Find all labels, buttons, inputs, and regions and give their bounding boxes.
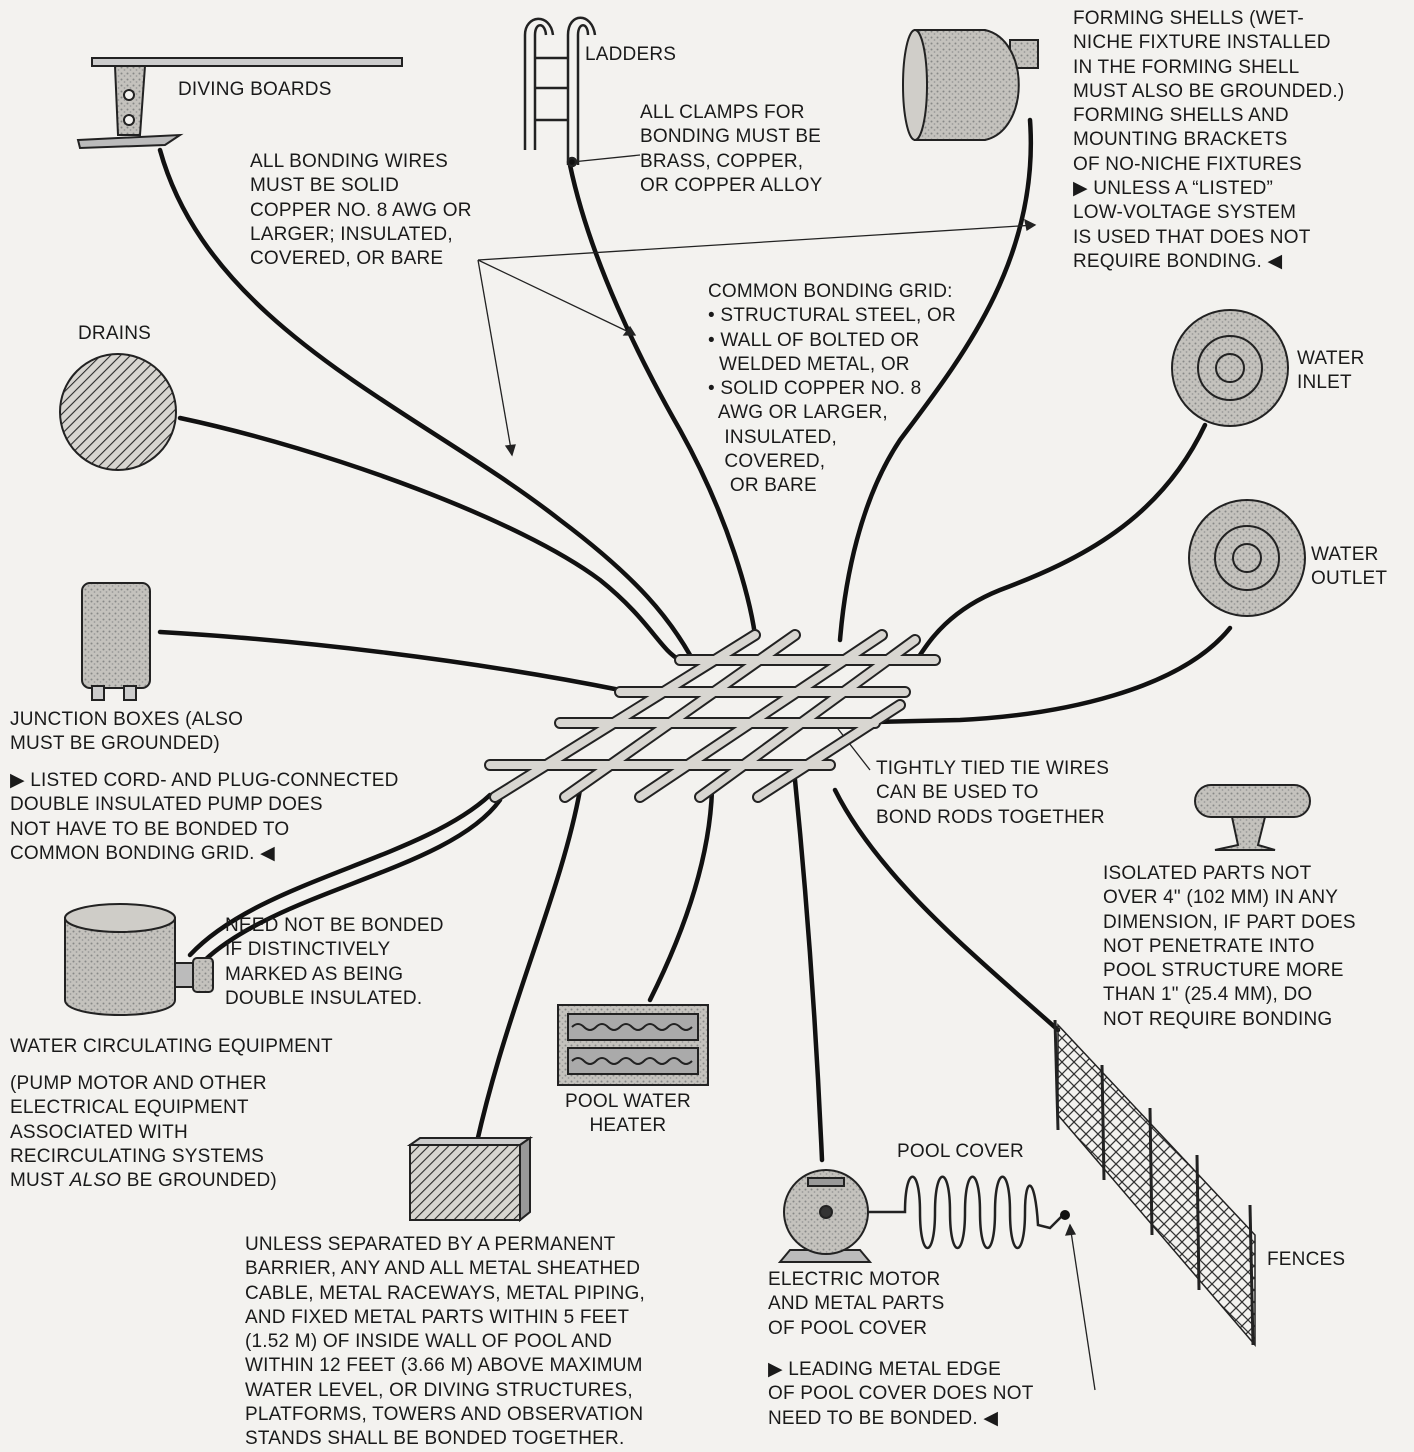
label-clamps-note: ALL CLAMPS FOR BONDING MUST BE BRASS, CO… (640, 102, 823, 196)
electric-motor-illustration (777, 1169, 873, 1263)
label-leading-edge: ▶ LEADING METAL EDGE OF POOL COVER DOES … (768, 1359, 1034, 1429)
label-also-italic: ALSO (69, 1170, 122, 1192)
drain-illustration (59, 353, 177, 471)
label-tie-wires: TIGHTLY TIED TIE WIRES CAN BE USED TO BO… (876, 758, 1110, 828)
diving-board-illustration (76, 57, 403, 150)
wire-metal-box (467, 787, 583, 1178)
label-pool-cover: POOL COVER (897, 1141, 1024, 1162)
label-water-circulating: WATER CIRCULATING EQUIPMENT (10, 1036, 333, 1057)
ladder-illustration (523, 16, 597, 168)
fence-illustration (1053, 1019, 1256, 1348)
label-need-not-be-bonded: NEED NOT BE BONDED IF DISTINCTIVELY MARK… (225, 915, 444, 1009)
label-forming-shells: FORMING SHELLS (WET- NICHE FIXTURE INSTA… (1073, 8, 1345, 272)
label-pump-motor-note: (PUMP MOTOR AND OTHER ELECTRICAL EQUIPME… (10, 1073, 277, 1192)
label-junction-boxes: JUNCTION BOXES (ALSO MUST BE GROUNDED) (10, 709, 244, 755)
label-water-inlet: WATER INLET (1297, 348, 1365, 394)
wire-water-inlet (917, 422, 1208, 658)
wire-pump (187, 792, 493, 958)
metal-parts-box-illustration (406, 1136, 534, 1223)
label-diving-boards: DIVING BOARDS (178, 79, 332, 100)
label-listed-pump: ▶ LISTED CORD- AND PLUG-CONNECTED DOUBLE… (10, 770, 399, 864)
label-isolated-parts: ISOLATED PARTS NOT OVER 4" (102 mm) IN A… (1103, 863, 1356, 1030)
wire-motor (792, 777, 825, 1163)
label-water-outlet: WATER OUTLET (1311, 544, 1388, 590)
label-fences: FENCES (1267, 1249, 1346, 1270)
pool-heater-illustration (557, 1004, 709, 1086)
wire-diving-board (157, 147, 693, 658)
wire-drain (177, 415, 683, 663)
forming-shell-illustration (902, 29, 1039, 141)
label-electric-motor: ELECTRIC MOTOR AND METAL PARTS OF POOL C… (768, 1269, 945, 1339)
pump-illustration (64, 903, 214, 1016)
label-pool-water-heater: POOL WATER HEATER (565, 1091, 691, 1137)
label-unless-separated: UNLESS SEPARATED BY A PERMANENT BARRIER,… (245, 1234, 645, 1450)
wire-pump-2 (202, 797, 503, 963)
wire-ladder (567, 162, 758, 638)
water-outlet-illustration (1188, 499, 1306, 617)
isolated-part-illustration (1194, 784, 1311, 851)
wire-junction-box (157, 629, 623, 693)
wire-water-outlet (872, 625, 1233, 725)
wire-fence (832, 787, 1061, 1033)
leader-lines (477, 154, 1096, 1391)
label-ladders: LADDERS (585, 44, 677, 65)
common-bonding-grid (484, 629, 941, 803)
wire-heater (647, 787, 715, 1003)
junction-box-illustration (81, 582, 151, 701)
bonding-wires (157, 117, 1233, 1178)
label-common-bonding-grid: COMMON BONDING GRID: • STRUCTURAL STEEL,… (708, 281, 956, 497)
label-bonding-wires: ALL BONDING WIRES MUST BE SOLID COPPER N… (250, 151, 472, 270)
pool-cover-leading-edge (1060, 1210, 1070, 1220)
pool-cover-spring (868, 1175, 1064, 1249)
label-drains: DRAINS (78, 323, 151, 344)
wire-forming-shell (837, 117, 1034, 643)
water-inlet-illustration (1171, 309, 1289, 427)
